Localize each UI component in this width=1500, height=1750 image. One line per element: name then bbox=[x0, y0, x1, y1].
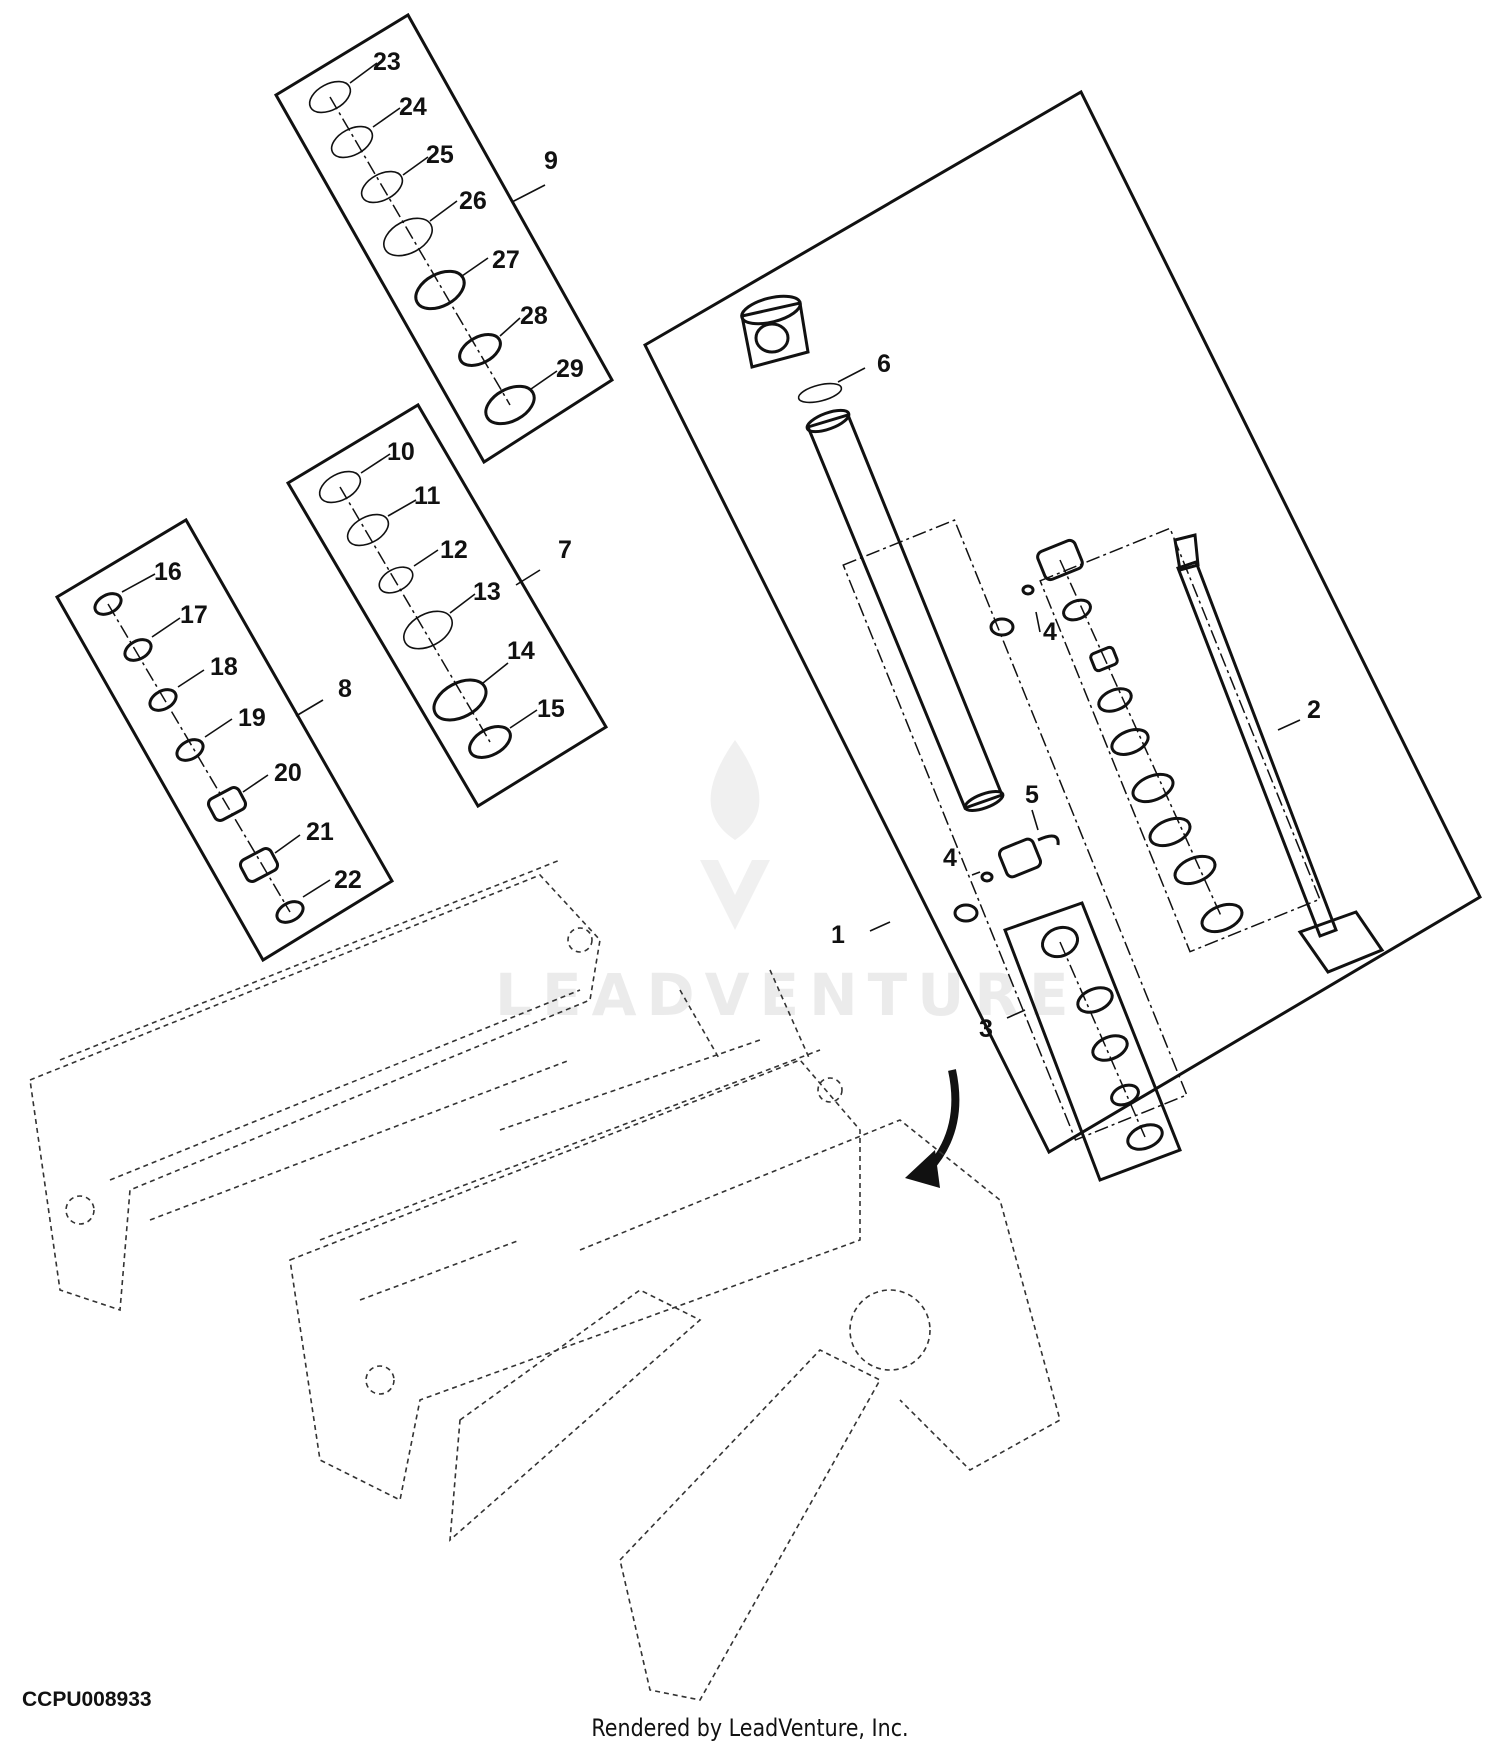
leader-lines bbox=[121, 62, 1301, 1019]
callout-2: 2 bbox=[1307, 696, 1321, 724]
callout-labels: 1 2 3 4 4 5 6 7 8 9 10 11 12 13 14 15 16… bbox=[154, 48, 1321, 1043]
callout-19: 19 bbox=[238, 704, 266, 732]
callout-23: 23 bbox=[373, 48, 401, 76]
callout-25: 25 bbox=[426, 141, 454, 169]
callout-15: 15 bbox=[537, 695, 565, 723]
watermark-logo: LEADVENTURE bbox=[495, 740, 1069, 1029]
callout-4a: 4 bbox=[1043, 618, 1057, 646]
callout-24: 24 bbox=[399, 93, 427, 121]
callout-26: 26 bbox=[459, 187, 487, 215]
callout-4b: 4 bbox=[943, 844, 957, 872]
callout-16: 16 bbox=[154, 558, 182, 586]
callout-6: 6 bbox=[877, 350, 891, 378]
frame-ghost-outline bbox=[29, 859, 1061, 1701]
callout-20: 20 bbox=[274, 759, 302, 787]
callout-9: 9 bbox=[544, 147, 558, 175]
callout-13: 13 bbox=[473, 578, 501, 606]
callout-29: 29 bbox=[556, 355, 584, 383]
callout-11: 11 bbox=[414, 482, 441, 510]
kit-7-panel bbox=[285, 402, 609, 809]
callout-18: 18 bbox=[210, 653, 238, 681]
assembly-1-panel bbox=[643, 89, 1482, 1182]
kit-8-panel bbox=[54, 517, 395, 963]
callout-1: 1 bbox=[831, 921, 845, 949]
callout-5: 5 bbox=[1025, 781, 1039, 809]
callout-14: 14 bbox=[507, 637, 535, 665]
kit-9-panel bbox=[273, 12, 614, 465]
callout-10: 10 bbox=[387, 438, 415, 466]
arrow-icon bbox=[905, 1069, 960, 1188]
callout-17: 17 bbox=[180, 601, 208, 629]
callout-27: 27 bbox=[492, 246, 520, 274]
callout-7: 7 bbox=[558, 536, 572, 564]
callout-8: 8 bbox=[338, 675, 352, 703]
callout-28: 28 bbox=[520, 302, 548, 330]
callout-12: 12 bbox=[440, 536, 468, 564]
callout-3: 3 bbox=[979, 1015, 993, 1043]
figure-code: CCPU008933 bbox=[22, 1688, 152, 1711]
callout-21: 21 bbox=[306, 818, 334, 846]
callout-22: 22 bbox=[334, 866, 362, 894]
render-credit: Rendered by LeadVenture, Inc. bbox=[591, 1714, 909, 1742]
